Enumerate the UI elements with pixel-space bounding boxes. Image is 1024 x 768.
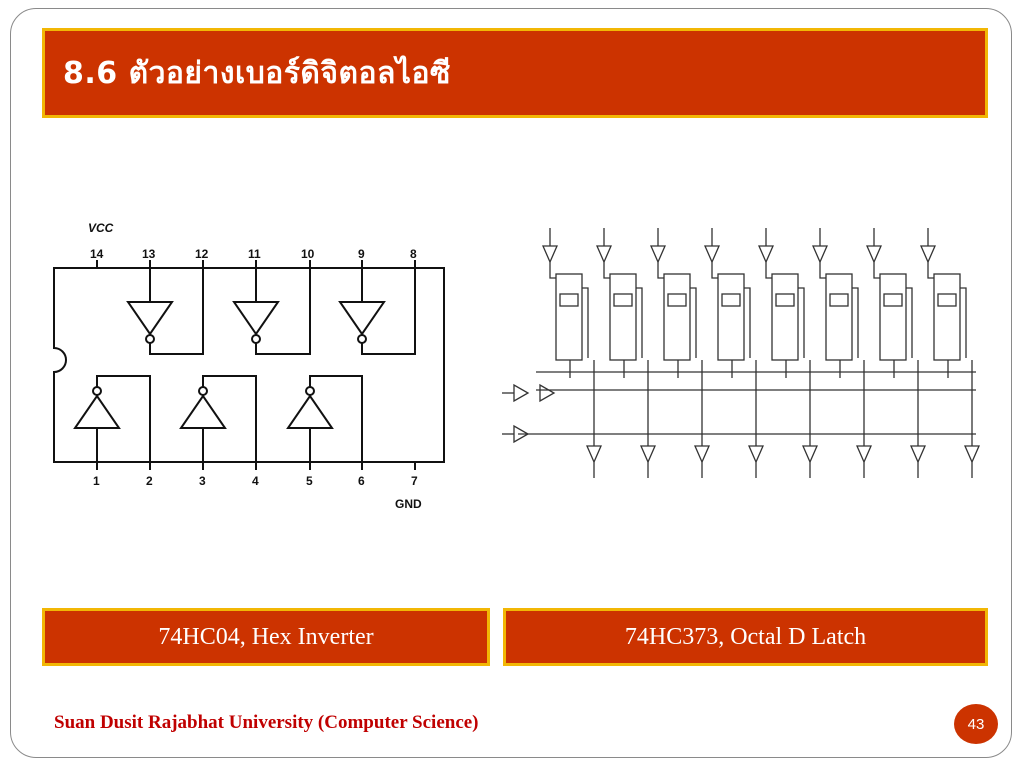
latch-output-buffer <box>910 445 926 464</box>
latch-cell-inner <box>559 293 579 307</box>
latch-cell <box>555 273 583 361</box>
latch-q-wire <box>960 287 967 358</box>
latch-cell-inner <box>829 293 849 307</box>
caption-hex-inverter: 74HC04, Hex Inverter <box>42 608 490 666</box>
hex-inverter-diagram: VCC 14 13 12 11 10 9 8 <box>53 221 445 511</box>
latch-input-wire <box>873 262 880 279</box>
latch-cell <box>933 273 961 361</box>
latch-cell-inner <box>883 293 903 307</box>
caption-octal-latch-text: 74HC373, Octal D Latch <box>624 623 867 650</box>
latch-input-buffer <box>866 245 882 264</box>
latch-q-wire <box>798 287 805 358</box>
latch-cell-inner <box>775 293 795 307</box>
latch-input-buffer <box>812 245 828 264</box>
latch-q-wire <box>636 287 643 358</box>
pin-7-label: 7 <box>411 474 418 488</box>
pin-12-label: 12 <box>195 247 209 261</box>
pin-6-label: 6 <box>358 474 365 488</box>
pin-8-label: 8 <box>410 247 417 261</box>
latch-cell <box>663 273 691 361</box>
pin-11-label: 11 <box>248 247 261 261</box>
latch-q-wire <box>906 287 913 358</box>
latch-output-buffer <box>964 445 980 464</box>
latch-q-wire <box>690 287 697 358</box>
latch-le-buffer <box>513 383 530 403</box>
caption-octal-latch: 74HC373, Octal D Latch <box>503 608 988 666</box>
latch-output-buffer <box>640 445 656 464</box>
pin-10-label: 10 <box>301 247 315 261</box>
latch-q-wire <box>582 287 589 358</box>
latch-cell <box>825 273 853 361</box>
bottom-pin-labels: 1 2 3 4 5 6 7 <box>93 474 418 488</box>
ic-body-outline <box>53 267 445 463</box>
title-bar: 8.6 ตัวอย่างเบอร์ดิจิตอลไอซี <box>42 28 988 118</box>
octal-latch-diagram <box>502 228 980 478</box>
inverter-gate-upper <box>126 268 416 355</box>
latch-output-buffer <box>802 445 818 464</box>
latch-cell <box>717 273 745 361</box>
gnd-label: GND <box>395 497 422 511</box>
pin-1-label: 1 <box>93 474 100 488</box>
page-number: 43 <box>967 715 985 733</box>
latch-cell <box>609 273 637 361</box>
page-number-badge: 43 <box>954 704 998 744</box>
latch-le-buffer <box>539 383 556 403</box>
latch-cell <box>879 273 907 361</box>
latch-cell-inner <box>667 293 687 307</box>
latch-input-buffer <box>596 245 612 264</box>
top-pin-labels: 14 13 12 11 10 9 8 <box>90 247 417 261</box>
latch-input-buffer <box>758 245 774 264</box>
slide-title: 8.6 ตัวอย่างเบอร์ดิจิตอลไอซี <box>63 55 451 91</box>
caption-hex-inverter-text: 74HC04, Hex Inverter <box>158 623 374 650</box>
latch-q-wire <box>852 287 859 358</box>
latch-oe-buffer <box>513 424 530 444</box>
latch-input-wire <box>603 262 610 279</box>
pin-14-label: 14 <box>90 247 104 261</box>
pin-2-label: 2 <box>146 474 153 488</box>
footer-university: Suan Dusit Rajabhat University (Computer… <box>54 712 479 733</box>
latch-q-wire <box>744 287 751 358</box>
latch-output-buffer <box>748 445 764 464</box>
latch-cell-inner <box>937 293 957 307</box>
latch-input-buffer <box>920 245 936 264</box>
latch-input-wire <box>711 262 718 279</box>
vcc-label: VCC <box>88 221 114 235</box>
latch-cell-inner <box>613 293 633 307</box>
latch-output-buffer <box>694 445 710 464</box>
pin-4-label: 4 <box>252 474 259 488</box>
latch-input-buffer <box>650 245 666 264</box>
latch-input-wire <box>657 262 664 279</box>
latch-input-wire <box>819 262 826 279</box>
latch-output-buffer <box>586 445 602 464</box>
latch-input-wire <box>549 262 556 279</box>
latch-input-wire <box>927 262 934 279</box>
latch-input-buffer <box>704 245 720 264</box>
latch-input-wire <box>765 262 772 279</box>
inverter-gate-lower <box>73 375 363 462</box>
latch-cell-inner <box>721 293 741 307</box>
pin-9-label: 9 <box>358 247 365 261</box>
latch-cell <box>771 273 799 361</box>
pin-5-label: 5 <box>306 474 313 488</box>
pin-13-label: 13 <box>142 247 156 261</box>
latch-input-buffer <box>542 245 558 264</box>
pin-3-label: 3 <box>199 474 206 488</box>
latch-output-buffer <box>856 445 872 464</box>
